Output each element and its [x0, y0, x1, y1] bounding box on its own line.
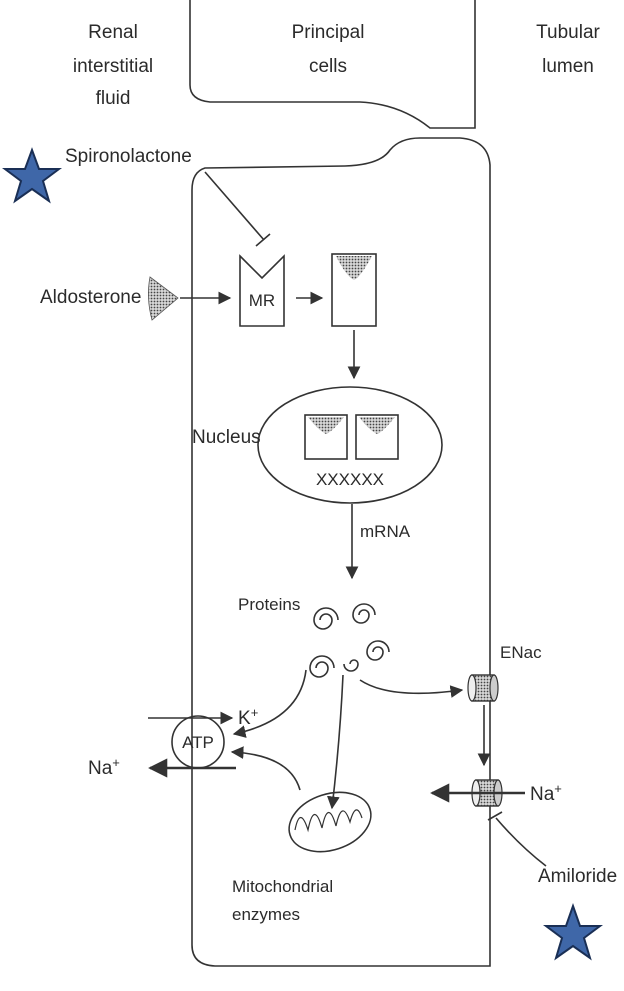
- tubular-label-1: Tubular: [536, 22, 600, 43]
- tubular-label-2: lumen: [542, 56, 594, 77]
- atp-label: ATP: [182, 733, 214, 752]
- renal-label-2: interstitial: [73, 56, 153, 77]
- enac-label: ENac: [500, 643, 542, 662]
- mrna-label: mRNA: [360, 522, 411, 541]
- protein-spirals: [310, 604, 389, 677]
- inhibition-bar: [256, 234, 270, 246]
- amiloride-inhibition-line: [496, 818, 546, 866]
- star-icon: [546, 906, 600, 958]
- proteins-to-enac-arrow: [360, 680, 462, 693]
- renal-label-3: fluid: [96, 88, 131, 109]
- na-lumen-label: Na+: [530, 781, 562, 805]
- aldosterone-label: Aldosterone: [40, 287, 141, 308]
- star-icon: [5, 150, 59, 201]
- mito-label-2: enzymes: [232, 905, 300, 924]
- aldosterone-wedge: [148, 277, 178, 320]
- principal-label-1: Principal: [292, 22, 365, 43]
- amiloride-label: Amiloride: [538, 866, 617, 887]
- renal-label-1: Renal: [88, 22, 138, 43]
- nucleus-label: Nucleus: [192, 427, 261, 448]
- na-interstitial-label: Na+: [88, 755, 120, 779]
- nucleus-ligand-1: [308, 417, 344, 434]
- bound-aldosterone: [336, 256, 372, 280]
- enac-channel: [468, 675, 498, 701]
- mito-to-atp-arrow: [232, 752, 300, 790]
- mito-label-1: Mitochondrial: [232, 877, 333, 896]
- principal-label-2: cells: [309, 56, 347, 77]
- nucleus-ligand-2: [359, 417, 395, 434]
- k-ion-label: K+: [238, 705, 258, 729]
- mitochondrion: [281, 782, 378, 861]
- dna-label: XXXXXX: [316, 470, 384, 489]
- spironolactone-label: Spironolactone: [65, 146, 192, 167]
- spironolactone-inhibition-line: [205, 172, 264, 240]
- proteins-to-mito-arrow: [332, 675, 343, 808]
- proteins-label: Proteins: [238, 595, 300, 614]
- mr-label: MR: [249, 291, 275, 310]
